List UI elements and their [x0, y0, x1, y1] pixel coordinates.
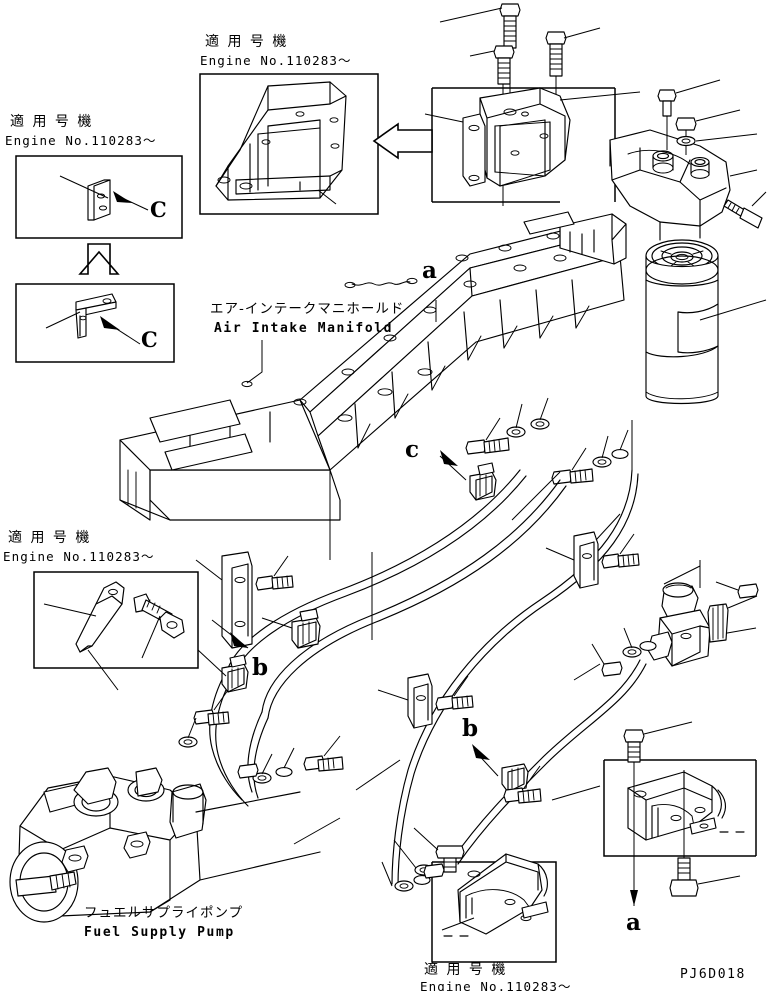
- callout-b-left: b: [252, 654, 269, 681]
- bracket-mid-left: [195, 551, 294, 649]
- callout-a-manifold: a: [422, 257, 437, 284]
- callout-c-main: c: [405, 436, 420, 463]
- inset-clamp-left: [33, 571, 227, 691]
- callout-b-right: b: [462, 715, 479, 742]
- clamp-c-mid: [439, 450, 497, 501]
- hardware-row-bottom: [178, 689, 542, 892]
- applicability-note-jp-left-upper: 適 用 号 機: [10, 114, 94, 130]
- drawing-code: PJ6D018: [680, 967, 746, 982]
- applicability-note-jp-left-lower: 適 用 号 機: [8, 530, 92, 546]
- filter-head-housing: [609, 79, 767, 241]
- bracket-right-lower: [377, 673, 474, 729]
- clamp-b-left: [221, 654, 249, 693]
- applicability-note-en-bottom-center: Engine No.110283～: [420, 979, 572, 991]
- intake-manifold-body: [119, 211, 627, 521]
- clamp-mid-lower: [261, 608, 321, 649]
- part-label-jp-fuel-supply-pump: フュエルサプライポンプ: [84, 905, 244, 921]
- fuel-filter-cartridge: [645, 239, 767, 405]
- fuel-tube-lines: [209, 469, 647, 887]
- inset-transition-arrow-up: [78, 243, 120, 275]
- part-label-en-fuel-supply-pump: Fuel Supply Pump: [84, 925, 235, 940]
- clamp-b-right: [472, 744, 529, 793]
- bracket-right-mid: [545, 531, 640, 589]
- callout-c-inset-upper: C: [150, 197, 167, 222]
- inset-bracket-top: [199, 73, 379, 215]
- part-label-jp-air-intake-manifold: エア-インテークマニホールド: [210, 301, 405, 317]
- inset-plate-lower-left: [15, 283, 175, 363]
- priming-pump: [591, 565, 759, 677]
- part-label-en-air-intake-manifold: Air Intake Manifold: [214, 321, 394, 336]
- mount-bracket-right: [623, 721, 745, 906]
- applicability-note-en-left-lower: Engine No.110283～: [3, 549, 155, 564]
- hardware-cluster-mid-right: [465, 397, 633, 485]
- inset-plate-upper-left: [15, 155, 183, 239]
- applicability-note-jp-bottom-center: 適 用 号 機: [424, 962, 508, 978]
- inset-bracket-right: [603, 759, 757, 857]
- callout-a-bottom: a: [626, 909, 641, 936]
- mount-bracket-upper-right: [424, 87, 641, 187]
- inset-transition-arrow-left: [372, 122, 433, 160]
- callout-c-inset-lower: C: [141, 327, 158, 352]
- applicability-note-jp-top-center: 適 用 号 機: [205, 34, 289, 50]
- injection-pump-body: [9, 767, 321, 923]
- applicability-note-en-left-upper: Engine No.110283～: [5, 133, 157, 148]
- applicability-note-en-top-center: Engine No.110283～: [200, 53, 352, 68]
